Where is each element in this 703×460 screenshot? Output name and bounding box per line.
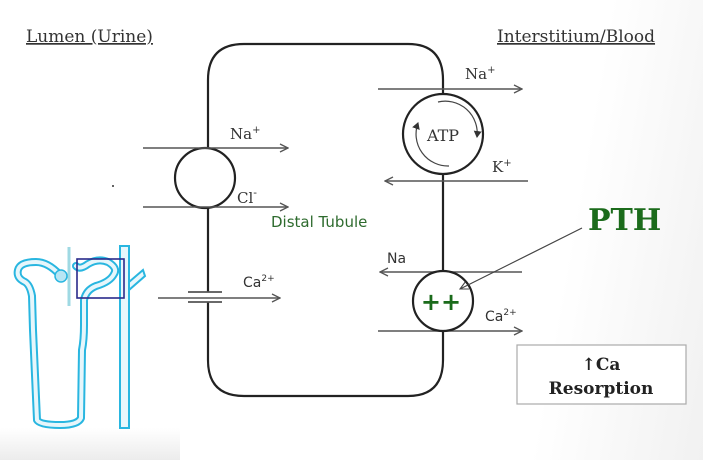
na-k-atpase: ATP Na+ K+ (378, 65, 528, 181)
ca-out-label: Ca2+ (485, 308, 517, 325)
result-line-2: Resorption (549, 379, 654, 399)
pth-label: PTH (588, 203, 661, 238)
result-line-1: ↑Ca (582, 355, 621, 375)
nephron-icon (13, 245, 147, 429)
cycle-arrow-clockwise (437, 100, 482, 138)
distal-tubule-label: Distal Tubule (271, 213, 367, 231)
glomerulus (54, 269, 68, 283)
exchanger-circle (411, 269, 475, 333)
pth-annotation: PTH (460, 203, 661, 289)
nephron-tubule-lumen (15, 258, 118, 427)
interstitium-heading: Interstitium/Blood (497, 27, 655, 47)
calcium-channel: Ca2+ (158, 274, 280, 303)
cotransporter-circle (173, 146, 237, 210)
nacl-cotransporter: Na+ Cl- (143, 125, 288, 208)
cell-membrane-bottom (206, 302, 445, 398)
distal-tubule-highlight-box (76, 258, 125, 299)
collecting-duct (119, 245, 147, 429)
na-label: Na+ (230, 125, 260, 143)
na-ca-exchanger: ++ Na Ca2+ (378, 251, 522, 331)
cell-membrane-top (206, 42, 445, 148)
collecting-duct-tube (119, 245, 130, 429)
stimulation-label: ++ (421, 288, 461, 316)
collecting-duct-branch (128, 268, 147, 293)
result-box: ↑Ca Resorption (516, 344, 687, 405)
pth-arrow (460, 227, 583, 289)
result-box-border (516, 344, 687, 405)
lumen-heading: Lumen (Urine) (26, 27, 153, 47)
na-in-label: Na (387, 251, 406, 267)
k-in-label: K+ (492, 158, 512, 176)
cycle-arrow-return (412, 122, 450, 167)
ca-label: Ca2+ (243, 274, 275, 291)
dot-artifact (112, 185, 114, 187)
atp-label: ATP (426, 126, 459, 145)
background-shade (0, 428, 180, 460)
na-out-label: Na+ (465, 65, 495, 83)
cl-label: Cl- (237, 186, 257, 207)
tubule-cell (206, 42, 445, 398)
